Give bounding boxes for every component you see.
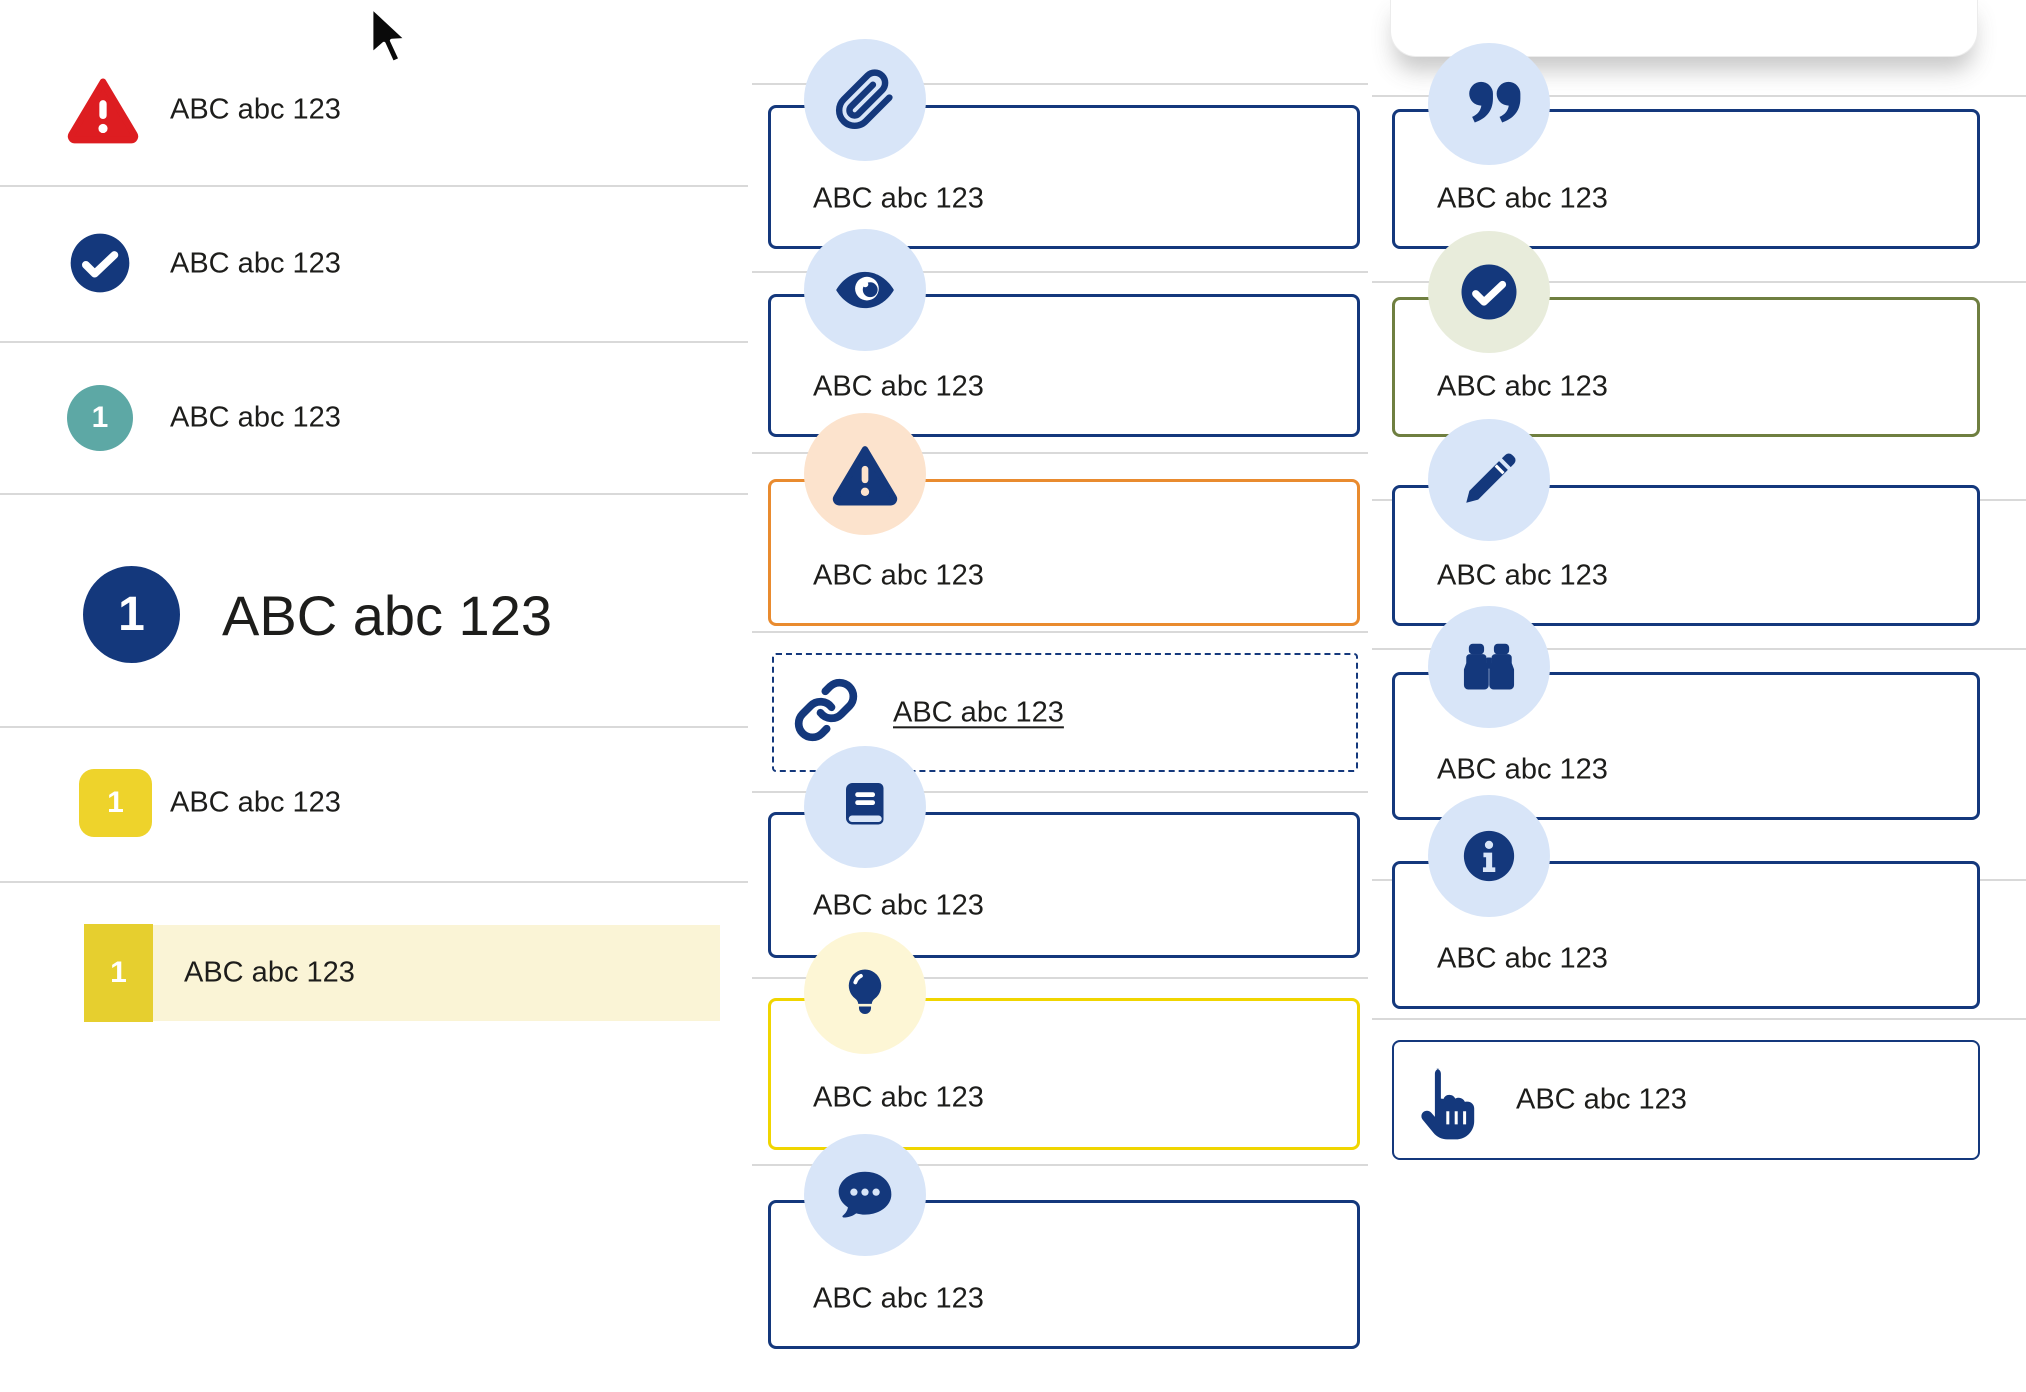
highlight-bar <box>153 925 720 1021</box>
badge-number: 1 <box>107 786 124 819</box>
card-label: ABC abc 123 <box>1437 559 1608 592</box>
divider <box>752 631 1368 633</box>
divider <box>0 726 748 728</box>
pencil-icon <box>1428 419 1550 541</box>
divider <box>1372 648 2026 650</box>
badge-number: 1 <box>91 401 109 434</box>
card-label: ABC abc 123 <box>1437 942 1608 975</box>
divider <box>752 452 1368 454</box>
card-link-label[interactable]: ABC abc 123 <box>893 696 1064 729</box>
card-label: ABC abc 123 <box>813 182 984 215</box>
link-icon <box>793 677 859 743</box>
divider <box>752 83 1368 85</box>
lightbulb-icon <box>804 932 926 1054</box>
quote-right-icon <box>1428 43 1550 165</box>
divider <box>752 1164 1368 1166</box>
divider <box>0 493 748 495</box>
divider <box>1372 281 2026 283</box>
card-label: ABC abc 123 <box>813 370 984 403</box>
card-label: ABC abc 123 <box>813 889 984 922</box>
legend-step-label: ABC abc 123 <box>170 786 341 819</box>
card-label: ABC abc 123 <box>813 1282 984 1315</box>
card-label: ABC abc 123 <box>813 1081 984 1114</box>
legend-step-highlighted-label: ABC abc 123 <box>184 956 355 989</box>
comment-dots-icon <box>804 1134 926 1256</box>
divider <box>0 881 748 883</box>
hand-point-up-icon <box>1410 1062 1482 1146</box>
divider <box>1372 95 2026 97</box>
binoculars-icon <box>1428 606 1550 728</box>
circle-check-icon <box>1428 231 1550 353</box>
eye-icon <box>804 229 926 351</box>
book-icon <box>804 746 926 868</box>
divider <box>0 185 748 187</box>
legend-success-label: ABC abc 123 <box>170 247 341 280</box>
paperclip-icon <box>804 39 926 161</box>
teal-number-badge: 1 <box>67 385 133 451</box>
divider <box>752 791 1368 793</box>
divider <box>0 341 748 343</box>
mouse-cursor-icon <box>367 4 411 70</box>
legend-step-label: ABC abc 123 <box>170 401 341 434</box>
navy-number-badge: 1 <box>83 566 180 663</box>
triangle-exclamation-icon <box>66 74 140 144</box>
card-label: ABC abc 123 <box>1437 182 1608 215</box>
legend-alert-label: ABC abc 123 <box>170 93 341 126</box>
circle-check-icon <box>68 231 132 295</box>
card-label: ABC abc 123 <box>1516 1083 1687 1116</box>
card-label: ABC abc 123 <box>1437 370 1608 403</box>
action-card[interactable] <box>1392 1040 1980 1160</box>
circle-info-icon <box>1428 795 1550 917</box>
badge-number: 1 <box>118 588 145 641</box>
legend-step-heading: ABC abc 123 <box>222 583 552 647</box>
yellow-number-badge: 1 <box>79 769 152 837</box>
divider <box>752 271 1368 273</box>
card-label: ABC abc 123 <box>1437 753 1608 786</box>
badge-number: 1 <box>110 956 127 989</box>
divider <box>1372 1018 2026 1020</box>
divider <box>752 977 1368 979</box>
card-label: ABC abc 123 <box>813 559 984 592</box>
yellow-number-badge: 1 <box>84 924 153 1022</box>
triangle-exclamation-icon <box>804 413 926 535</box>
